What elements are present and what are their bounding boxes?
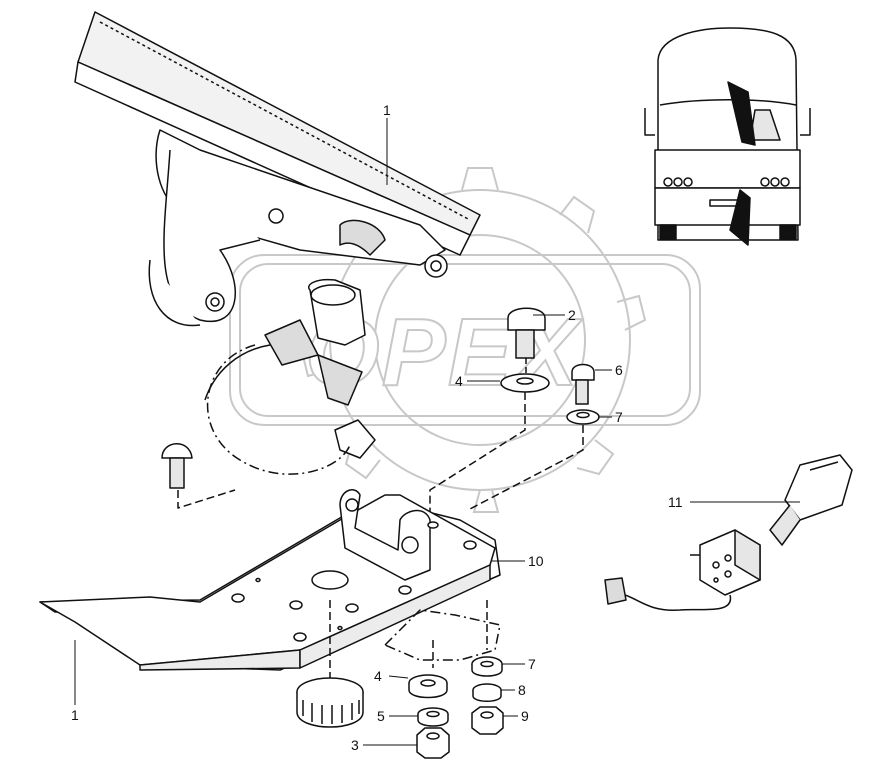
callout-screw-6: 6: [615, 362, 623, 378]
callout-washer-7-bottom: 7: [528, 656, 536, 672]
callout-pedal-bottom: 1: [71, 707, 79, 723]
leader-lines: [74, 118, 800, 746]
switch-assembly-11: [604, 454, 853, 611]
ring-nut: [296, 600, 364, 728]
opex-watermark: [229, 167, 701, 513]
pedal-sensor: [204, 219, 386, 459]
gasket: [384, 609, 501, 661]
watermark-frame: [229, 254, 701, 426]
bracket-plate-10: [39, 489, 501, 671]
watermark-gear: [300, 167, 647, 513]
callout-nut-9: 9: [521, 708, 529, 724]
nut-9: [471, 600, 504, 735]
callout-bolt-2: 2: [568, 307, 576, 323]
nut-3: [416, 640, 450, 759]
watermark-frame-inner: [239, 263, 691, 417]
screw-6: [571, 363, 595, 405]
lock-washer-8: [472, 683, 502, 702]
callout-washer-7: 7: [615, 409, 623, 425]
callout-lock-washer-8: 8: [518, 682, 526, 698]
accelerator-pedal-lever: [74, 11, 481, 327]
callout-bracket-10: 10: [528, 553, 544, 569]
bottom-washer-7: [471, 656, 503, 677]
callout-washer-4-bottom: 4: [374, 668, 382, 684]
screw-left: [161, 443, 236, 509]
bottom-washer-4: [408, 674, 448, 699]
washer-7-top: [566, 409, 600, 425]
callout-spring-washer-5: 5: [377, 708, 385, 724]
spring-washer-5: [417, 707, 449, 727]
callout-labels: 1 1 2 4 6 7 10 11 4 5 3 7 8 9: [71, 102, 683, 753]
bolt-2: [507, 307, 546, 380]
cable-path: [206, 344, 351, 475]
callout-nut-3: 3: [351, 737, 359, 753]
callout-pedal-top: 1: [383, 102, 391, 118]
callout-washer-4: 4: [455, 373, 463, 389]
bus-front-inset: [644, 27, 811, 246]
washer-4-top: [500, 373, 550, 393]
callout-switch-11: 11: [668, 494, 683, 510]
